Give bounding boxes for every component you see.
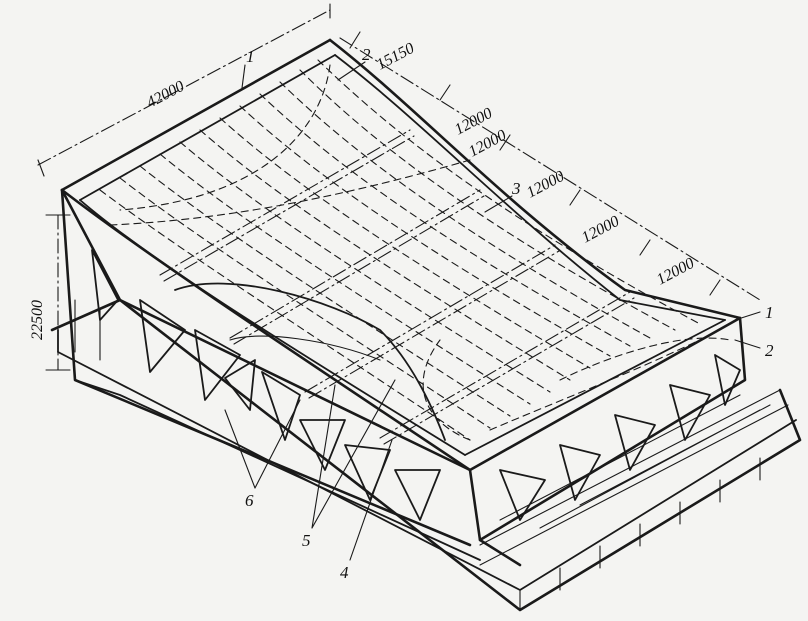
dim-span-3: 12000: [524, 168, 567, 202]
callout-3: 3: [511, 179, 521, 198]
callout-1-right: 1: [765, 303, 774, 322]
roof-surface: [60, 38, 742, 472]
dimension-labels: 42000 22500 15150 12000 12000 12000 1200…: [29, 40, 697, 340]
callout-1-top: 1: [246, 47, 255, 66]
dim-height: 22500: [29, 300, 46, 340]
callout-numbers: 1 2 3 1 2 4 5 6: [245, 45, 774, 582]
dim-span-first: 15150: [374, 40, 417, 74]
dim-span-4: 12000: [579, 213, 622, 247]
base-platform: [50, 298, 802, 612]
callout-2-top: 2: [362, 45, 371, 64]
dimension-lines: [37, 3, 761, 371]
leader-lines: [224, 61, 761, 561]
callout-2-right: 2: [765, 341, 774, 360]
callout-6: 6: [245, 491, 254, 510]
rear-truss-wall: [468, 316, 747, 542]
dim-length: 42000: [144, 78, 187, 112]
callout-4: 4: [340, 563, 349, 582]
dim-span-5: 12000: [654, 255, 697, 289]
front-truss-wall: [60, 188, 522, 567]
callout-5: 5: [302, 531, 311, 550]
